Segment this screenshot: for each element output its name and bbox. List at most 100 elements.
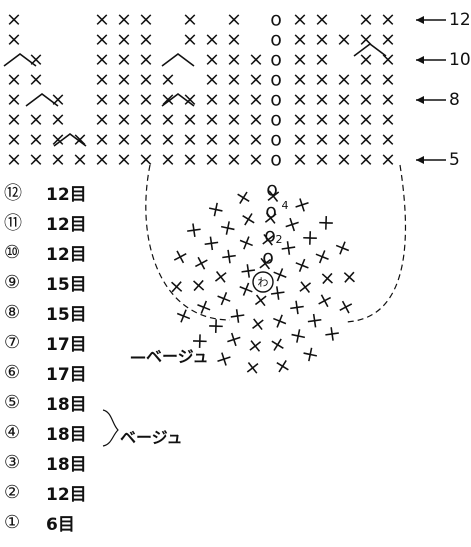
single-crochet-stitch: × [116, 89, 132, 111]
motif-chain: o [264, 225, 276, 247]
single-crochet-stitch: × [358, 109, 374, 131]
single-crochet-stitch: × [314, 109, 330, 131]
single-crochet-stitch: × [292, 109, 308, 131]
single-crochet-stitch: × [292, 89, 308, 111]
single-crochet-stitch: × [94, 9, 110, 31]
motif-stitch: × [238, 207, 259, 232]
single-crochet-stitch: × [358, 149, 374, 171]
single-crochet-stitch: × [380, 29, 396, 51]
single-crochet-stitch: × [204, 69, 220, 91]
single-crochet-stitch: × [182, 129, 198, 151]
single-crochet-stitch: × [226, 29, 242, 51]
chain-stitch: o [270, 129, 282, 151]
single-crochet-stitch: × [314, 149, 330, 171]
single-crochet-stitch: × [336, 69, 352, 91]
motif-stitch: × [289, 254, 315, 277]
single-crochet-stitch: × [160, 129, 176, 151]
decrease-mark [161, 93, 195, 107]
color-note-rounds-4-5: ベージュ [120, 428, 183, 447]
single-crochet-stitch: × [314, 69, 330, 91]
round-number: ① [4, 511, 21, 533]
motif-stitch: × [233, 185, 254, 210]
motif-stitch: × [264, 184, 282, 208]
motif-stitch: × [252, 288, 270, 312]
decrease-mark [53, 133, 87, 147]
motif-stitch: × [259, 228, 277, 252]
single-crochet-stitch: × [292, 69, 308, 91]
single-crochet-stitch: × [358, 89, 374, 111]
single-crochet-stitch: × [226, 129, 242, 151]
single-crochet-stitch: × [380, 109, 396, 131]
single-crochet-stitch: × [248, 49, 264, 71]
single-crochet-stitch: × [28, 69, 44, 91]
single-crochet-stitch: × [6, 69, 22, 91]
single-crochet-stitch: × [314, 49, 330, 71]
motif-stitch: × [338, 269, 361, 286]
single-crochet-stitch: × [292, 9, 308, 31]
motif-stitch: × [256, 252, 274, 276]
motif-stitch: × [211, 287, 237, 310]
row-arrow-head [416, 56, 424, 64]
single-crochet-stitch: × [94, 109, 110, 131]
single-crochet-stitch: × [292, 129, 308, 151]
motif-stitch: × [316, 270, 339, 287]
motif-chain: o [262, 247, 274, 269]
stitch-count: 17目 [46, 334, 87, 355]
single-crochet-stitch: × [204, 149, 220, 171]
single-crochet-stitch: × [138, 29, 154, 51]
row-marker-label: 12 [449, 10, 471, 30]
motif-stitch: × [246, 334, 264, 358]
single-crochet-stitch: × [314, 89, 330, 111]
chain-stitch: o [270, 89, 282, 111]
single-crochet-stitch: × [314, 29, 330, 51]
motif-stitch: × [170, 304, 196, 327]
round-row: ① 6目 [4, 510, 75, 535]
single-crochet-stitch: × [182, 29, 198, 51]
single-crochet-stitch: × [226, 69, 242, 91]
single-crochet-stitch: × [138, 69, 154, 91]
motif-stitch: × [267, 332, 288, 357]
single-crochet-stitch: × [6, 29, 22, 51]
single-crochet-stitch: × [358, 9, 374, 31]
single-crochet-stitch: × [248, 149, 264, 171]
motif-stitch: × [190, 296, 216, 319]
single-crochet-stitch: × [138, 49, 154, 71]
single-crochet-stitch: × [380, 89, 396, 111]
stitch-count: 12目 [46, 184, 87, 205]
single-crochet-stitch: × [94, 29, 110, 51]
chain-stitch: o [270, 149, 282, 171]
row-arrow-head [416, 16, 424, 24]
single-crochet-stitch: × [292, 49, 308, 71]
single-crochet-stitch: × [50, 89, 66, 111]
row-marker-label: 8 [449, 90, 460, 110]
stitch-count: 18目 [46, 424, 87, 445]
stitch-count: 6目 [46, 514, 75, 535]
motif-round-number: 2 [276, 233, 283, 246]
single-crochet-stitch: × [182, 109, 198, 131]
magic-ring [252, 271, 274, 293]
single-crochet-stitch: × [248, 69, 264, 91]
single-crochet-stitch: × [138, 89, 154, 111]
stitch-count: 18目 [46, 454, 87, 475]
chain-stitch: o [270, 49, 282, 71]
round-number: ② [4, 481, 21, 503]
stitch-count: 12目 [46, 214, 87, 235]
single-crochet-stitch: × [336, 109, 352, 131]
motif-stitch: × [235, 230, 258, 256]
single-crochet-stitch: × [358, 129, 374, 151]
single-crochet-stitch: × [116, 109, 132, 131]
single-crochet-stitch: × [6, 89, 22, 111]
chain-stitch: o [270, 9, 282, 31]
single-crochet-stitch: × [6, 149, 22, 171]
motif-stitch: × [267, 263, 293, 286]
single-crochet-stitch: × [336, 149, 352, 171]
single-crochet-stitch: × [380, 129, 396, 151]
stitch-count: 15目 [46, 304, 87, 325]
single-crochet-stitch: × [204, 129, 220, 151]
row-arrow-head [416, 156, 424, 164]
